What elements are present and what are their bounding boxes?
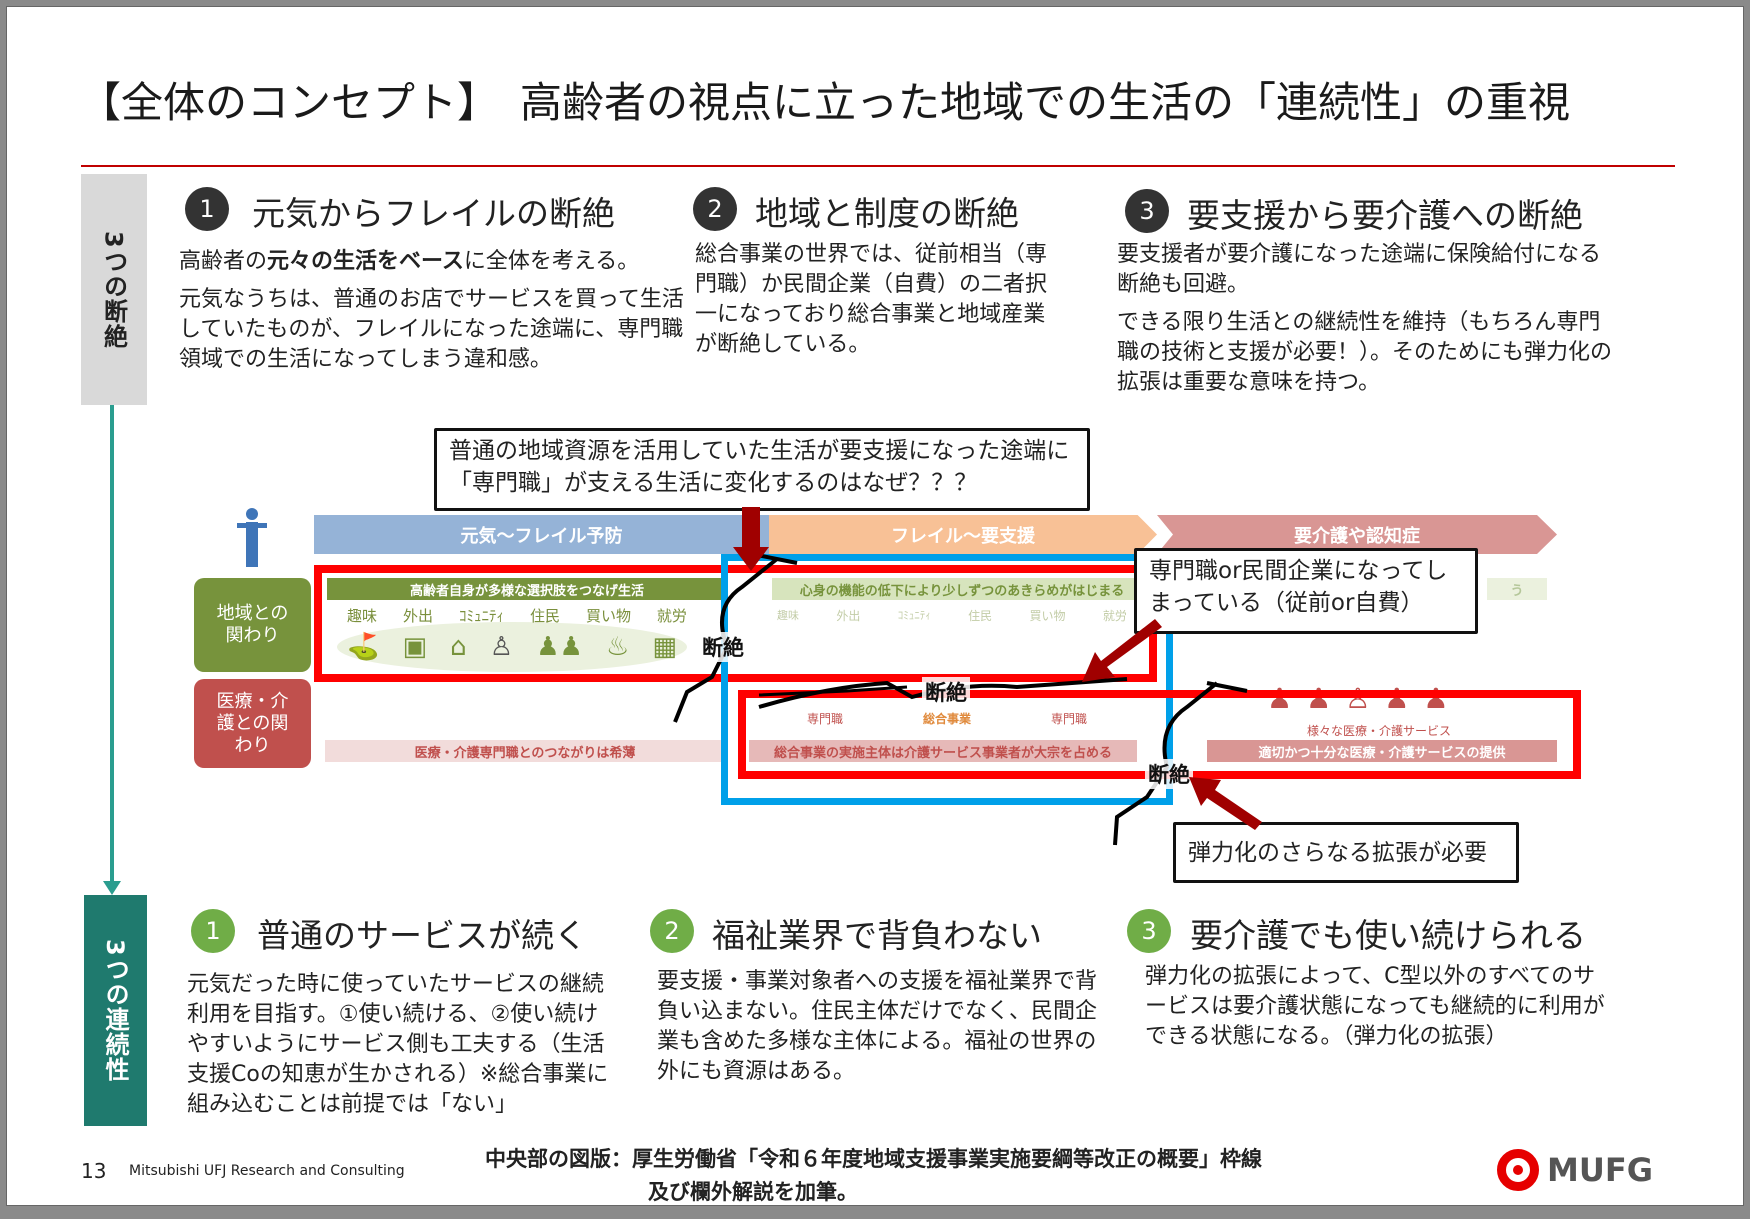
band-bottom: 総合事業の実施主体は介護サービス事業者が大宗を占める — [749, 740, 1137, 762]
activity-label: 住民 — [968, 609, 993, 623]
number-badge: 2 — [693, 187, 737, 231]
page-number: 13 — [81, 1159, 107, 1183]
number-badge: 3 — [1127, 909, 1171, 953]
care-workers-icons: ♟♟♙♟♟ — [1267, 682, 1463, 715]
number-badge: 2 — [650, 909, 694, 953]
side-label-disconnections: 3つの断絶 — [81, 174, 147, 405]
break-label: 断絶 — [922, 677, 970, 707]
source-note-line: 中央部の図版：厚生労働省「令和６年度地域支援事業実施要綱等改正の概要」枠線 — [485, 1147, 1262, 1171]
band-bottom: 適切かつ十分な医療・介護サービスの提供 — [1207, 740, 1557, 762]
band-top: 高齢者自身が多様な選択肢をつなげ生活 — [327, 578, 727, 600]
source-note-line: 及び欄外解説を加筆。 — [648, 1180, 858, 1204]
flow-arrow-line — [110, 405, 114, 885]
houses-icon: ⌂ — [450, 632, 467, 662]
page-title: 【全体のコンセプト】 高齢者の視点に立った地域での生活の「連続性」の重視 — [79, 78, 1571, 127]
number-badge: 1 — [191, 909, 235, 953]
mufg-logo-mark — [1497, 1149, 1539, 1191]
paragraph: 元気なうちは、普通のお店でサービスを買って生活していたものが、フレイルになった途… — [179, 287, 684, 372]
family-icon: ♟♟ — [536, 632, 583, 662]
shopping-icon: ♨ — [605, 632, 630, 662]
activity-label: 住民 — [529, 607, 560, 625]
continuity-heading: 要介護でも使い続けられる — [1190, 916, 1586, 955]
activity-label: ｺﾐｭﾆﾃｨ — [897, 609, 931, 622]
band-bottom: 医療・介護専門職とのつながりは希薄 — [325, 740, 725, 762]
golf-icon: ⛳ — [347, 632, 380, 662]
services-label: 様々な医療・介護サービス — [1307, 724, 1452, 738]
mufg-logo-text: MUFG — [1547, 1151, 1653, 1189]
continuity-body: 弾力化の拡張によって、C型以外のすべてのサービスは要介護状態になっても継続的に利… — [1145, 964, 1605, 1049]
activity-labels: 趣味 外出 ｺﾐｭﾆﾃｨ 住民 買い物 就労 — [347, 605, 687, 626]
highlight-frame-support — [721, 554, 1173, 805]
phase-band: 要介護や認知症 — [1157, 515, 1557, 554]
callout-expansion: 弾力化のさらなる拡張が必要 — [1173, 822, 1519, 883]
band-top: う — [1487, 578, 1547, 600]
continuity-body: 要支援・事業対象者への支援を福祉業界で背負い込まない。住民主体だけでなく、民間企… — [657, 969, 1098, 1084]
arrow-diagonal-icon — [1082, 619, 1162, 682]
number-badge: 1 — [185, 187, 229, 231]
phase-band: 元気～フレイル予防 — [314, 515, 769, 554]
disconnection-body: 高齢者の元々の生活をベースに全体を考える。 元気なうちは、普通のお店でサービスを… — [179, 247, 689, 383]
phase-band: フレイル～要支援 — [769, 515, 1157, 554]
source-note: 中央部の図版：厚生労働省「令和６年度地域支援事業実施要綱等改正の概要」枠線 及び… — [485, 1143, 1385, 1209]
activity-label: 就労 — [656, 607, 687, 625]
building-icon: ▦ — [652, 632, 677, 662]
activity-label: 就労 — [1102, 609, 1127, 623]
mufg-logo-dot — [1513, 1165, 1523, 1175]
callout-privatization: 専門職or民間企業になってしまっている（従前or自費） — [1134, 548, 1478, 634]
number-badge: 3 — [1125, 189, 1169, 233]
arrow-down-icon-head — [733, 547, 769, 571]
activity-label: 買い物 — [585, 607, 631, 625]
activity-icons: ⛳ ▣ ⌂ ♙ ♟♟ ♨ ▦ — [347, 632, 677, 662]
side-label-continuities: 3つの連続性 — [84, 895, 147, 1126]
paragraph: 要支援者が要介護になった途端に保険給付になる断絶も回避。 — [1117, 242, 1602, 297]
row-label-community: 地域との関わり — [194, 578, 311, 672]
mid-labels: 専門職 総合事業 専門職 — [807, 710, 1087, 727]
continuity-body: 元気だった時に使っていたサービスの継続利用を目指す。①使い続ける、②使い続けやす… — [187, 972, 609, 1117]
company-name: Mitsubishi UFJ Research and Consulting — [129, 1163, 405, 1179]
activity-labels-faded: 趣味 外出 ｺﾐｭﾆﾃｨ 住民 買い物 就労 — [777, 607, 1127, 624]
lead-text: に全体を考える。 — [463, 249, 640, 274]
mufg-logo: MUFG — [1497, 1149, 1653, 1191]
mid-label: 専門職 — [807, 712, 844, 726]
band-top: 心身の機能の低下により少しずつのあきらめがはじまる — [772, 578, 1152, 600]
continuity-heading: 普通のサービスが続く — [257, 916, 587, 955]
continuity-heading: 福祉業界で背負わない — [712, 916, 1042, 955]
activity-label: 外出 — [402, 607, 433, 625]
disconnection-heading: 要支援から要介護への断絶 — [1187, 196, 1583, 235]
disconnection-heading: 元気からフレイルの断絶 — [252, 194, 615, 233]
disconnection-heading: 地域と制度の断絶 — [755, 194, 1019, 233]
activity-label: 趣味 — [347, 607, 378, 625]
title-divider — [81, 165, 1675, 167]
row-label-medical: 医療・介護との関わり — [194, 679, 311, 768]
activity-label: 趣味 — [777, 609, 799, 622]
activity-ellipse — [337, 622, 687, 672]
mid-label: 専門職 — [1050, 712, 1087, 726]
break-label: 断絶 — [1145, 759, 1193, 789]
disconnection-body: 要支援者が要介護になった途端に保険給付になる断絶も回避。 できる限り生活との継続… — [1117, 240, 1617, 406]
person-icon: ♙ — [489, 632, 514, 662]
lead-text: 高齢者の — [179, 249, 268, 274]
arrow-down-icon — [742, 507, 760, 552]
mid-label: 総合事業 — [922, 712, 971, 726]
slide: 【全体のコンセプト】 高齢者の視点に立った地域での生活の「連続性」の重視 3つの… — [6, 6, 1744, 1206]
lead-bold: 元々の生活をベース — [267, 249, 464, 274]
callout-question: 普通の地域資源を活用していた生活が要支援になった途端に「専門職」が支える生活に変… — [434, 428, 1090, 511]
arrow-diagonal-icon — [1189, 777, 1262, 830]
flow-arrow-head — [103, 881, 121, 895]
activity-label: 外出 — [836, 609, 861, 623]
person-icon — [235, 507, 269, 569]
activity-label: ｺﾐｭﾆﾃｨ — [458, 607, 504, 625]
bus-icon: ▣ — [402, 632, 428, 662]
disconnection-body: 総合事業の世界では、従前相当（専門職）か民間企業（自費）の二者択一になっており総… — [695, 242, 1048, 357]
activity-label: 買い物 — [1029, 609, 1066, 623]
paragraph: できる限り生活との継続性を維持（もちろん専門職の技術と支援が必要！）。そのために… — [1117, 310, 1613, 395]
break-label: 断絶 — [699, 632, 747, 662]
